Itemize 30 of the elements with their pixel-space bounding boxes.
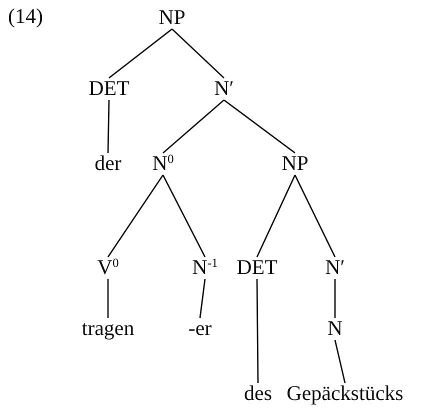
tree-branch — [334, 340, 346, 384]
tree-branch — [224, 99, 296, 154]
category-label: N$^{-1}$ — [192, 256, 218, 278]
category-label: NP — [158, 6, 186, 28]
word-label: des — [244, 382, 272, 404]
word-label: Gepäckstücks — [286, 382, 404, 404]
category-label: N′ — [214, 76, 234, 100]
tree-branch — [294, 174, 336, 258]
tree-branch — [334, 279, 336, 318]
category-label: V$^{0}$ — [97, 256, 119, 278]
category-label: N — [327, 316, 343, 340]
tree-branch — [162, 100, 224, 154]
category-label: DET — [236, 256, 278, 278]
tree-branch — [107, 279, 109, 318]
tree-branch — [256, 174, 296, 258]
tree-branch — [108, 28, 172, 79]
tree-branch — [172, 28, 224, 78]
tree-branch — [256, 279, 259, 383]
category-label: NP — [282, 152, 308, 174]
example-number: (14) — [8, 4, 43, 29]
word-label: tragen — [82, 316, 134, 340]
word-label: der — [94, 152, 122, 174]
category-label: N$^{0}$ — [152, 152, 174, 174]
tree-branch — [162, 174, 206, 258]
category-label: DET — [88, 76, 130, 100]
category-label: N′ — [325, 256, 345, 278]
tree-branch — [107, 100, 110, 153]
tree-branch — [107, 174, 164, 258]
word-label: -er — [188, 316, 212, 340]
tree-branch — [199, 278, 206, 318]
